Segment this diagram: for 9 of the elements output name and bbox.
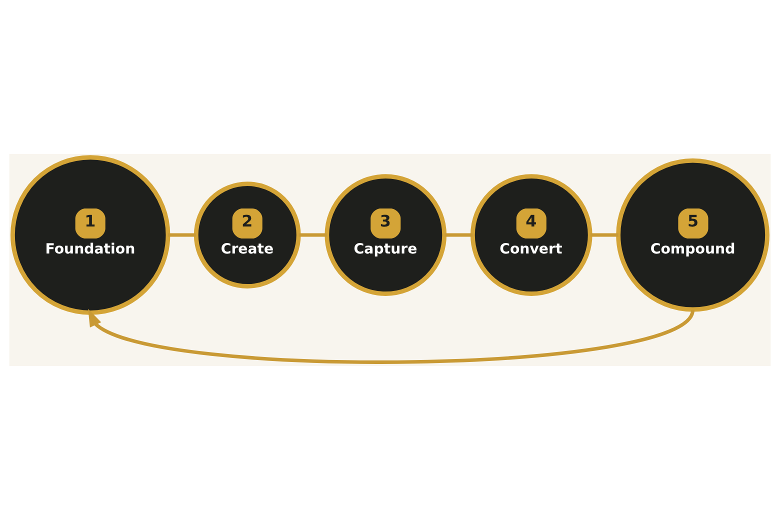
node-circle: 4 Convert bbox=[470, 174, 592, 296]
connector bbox=[590, 233, 618, 237]
node-circle: 5 Compound bbox=[616, 158, 770, 312]
node-circle: 1 Foundation bbox=[10, 155, 170, 315]
connector bbox=[298, 233, 327, 237]
node-circle: 3 Capture bbox=[324, 174, 447, 296]
connector bbox=[444, 233, 473, 237]
connector bbox=[168, 233, 196, 237]
node-circle: 2 Create bbox=[194, 182, 301, 288]
